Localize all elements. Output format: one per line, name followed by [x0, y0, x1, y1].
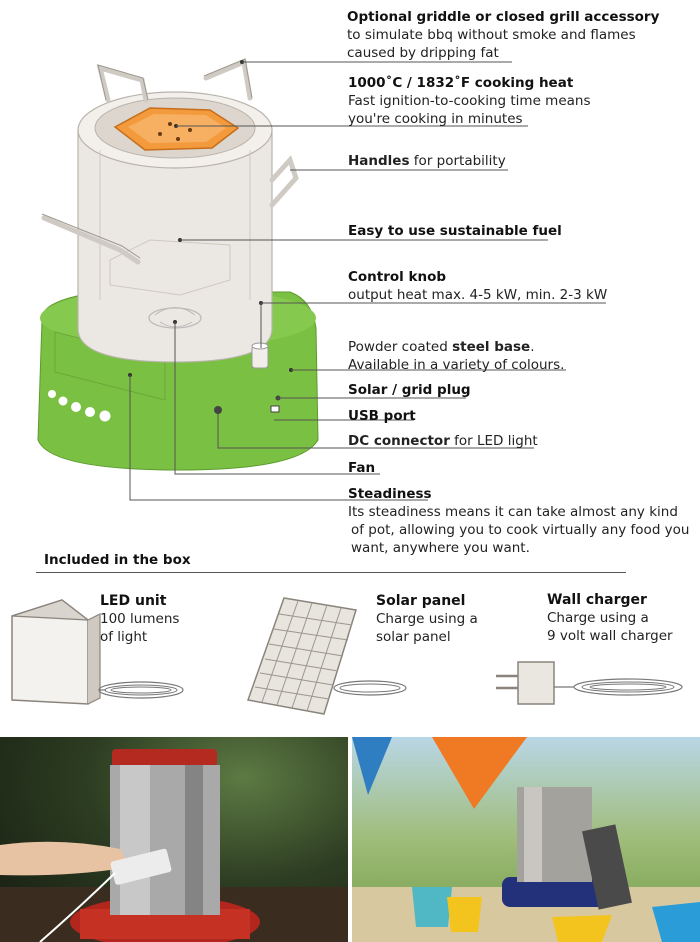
- callout-knob-title: Control knob: [348, 269, 447, 285]
- callout-usb: USB port: [348, 408, 416, 424]
- box-item-charger: Wall charger Charge using a 9 volt wall …: [547, 591, 673, 645]
- callout-griddle-line2: caused by dripping fat: [347, 45, 499, 61]
- callout-base: Powder coated steel base. Available in a…: [348, 338, 564, 374]
- callout-base-post: .: [530, 339, 535, 355]
- box-item-led: LED unit 100 lumens of light: [100, 592, 179, 646]
- callout-base-bold: steel base: [452, 339, 531, 355]
- callout-dc-rest: for LED light: [449, 433, 538, 449]
- photo-stove-picnic: [352, 737, 700, 942]
- callout-griddle-line1: to simulate bbq without smoke and flames: [347, 27, 636, 43]
- box-item-led-title: LED unit: [100, 593, 167, 609]
- callout-griddle: Optional griddle or closed grill accesso…: [347, 8, 659, 62]
- callout-griddle-title: Optional griddle or closed grill accesso…: [347, 9, 660, 25]
- photo-stove-picnic-scene: [352, 737, 700, 942]
- callout-steadiness: Steadiness Its steadiness means it can t…: [348, 485, 689, 557]
- box-heading: Included in the box: [44, 552, 191, 568]
- box-item-solar-line1: Charge using a: [376, 611, 478, 627]
- box-item-solar-line2: solar panel: [376, 629, 451, 645]
- box-item-led-line1: 100 lumens: [100, 611, 180, 627]
- callout-steadiness-line2: of pot, allowing you to cook virtually a…: [351, 522, 690, 538]
- callout-steadiness-title: Steadiness: [348, 486, 432, 502]
- callout-heat-line1: Fast ignition-to-cooking time means: [348, 93, 591, 109]
- box-item-led-line2: of light: [100, 629, 148, 645]
- callout-heat-line2: you're cooking in minutes: [348, 111, 523, 127]
- callout-handles: Handles for portability: [348, 152, 506, 170]
- handle-outlines: [41, 58, 253, 259]
- callout-steadiness-line1: Its steadiness means it can take almost …: [348, 504, 678, 520]
- stove-body: [77, 91, 273, 363]
- callout-knob: Control knob output heat max. 4-5 kW, mi…: [348, 268, 607, 304]
- callout-fuel: Easy to use sustainable fuel: [348, 223, 562, 239]
- callout-heat-title: 1000˚C / 1832˚F cooking heat: [348, 75, 574, 91]
- control-knob: [251, 342, 269, 369]
- callout-solar-plug: Solar / grid plug: [348, 382, 471, 398]
- wall-charger-icon: [496, 661, 683, 705]
- box-item-charger-line2: 9 volt wall charger: [547, 628, 673, 644]
- photo-stove-charging-scene: [0, 749, 348, 942]
- led-unit-icon: [11, 599, 184, 705]
- callout-handles-bold: Handles: [348, 153, 410, 169]
- photo-stove-charging-phone: [0, 737, 348, 942]
- callout-dc: DC connector for LED light: [348, 432, 538, 450]
- box-item-solar: Solar panel Charge using a solar panel: [376, 592, 478, 646]
- stove-handles: [41, 58, 299, 265]
- box-divider: [36, 572, 626, 573]
- solar-panel-icon: [247, 597, 407, 715]
- callout-knob-line1: output heat max. 4-5 kW, min. 2-3 kW: [348, 287, 608, 303]
- callout-handles-rest: for portability: [409, 153, 506, 169]
- callout-base-pre: Powder coated: [348, 339, 453, 355]
- box-item-solar-title: Solar panel: [376, 593, 466, 609]
- callout-base-line2: Available in a variety of colours.: [348, 357, 565, 373]
- box-item-charger-title: Wall charger: [547, 592, 647, 608]
- box-item-charger-line1: Charge using a: [547, 610, 649, 626]
- callout-dc-bold: DC connector: [348, 433, 450, 449]
- callout-heat: 1000˚C / 1832˚F cooking heat Fast igniti…: [348, 74, 591, 128]
- callout-fan: Fan: [348, 460, 376, 476]
- callout-base-line1: Powder coated steel base.: [348, 338, 564, 356]
- callout-steadiness-line3: want, anywhere you want.: [351, 540, 530, 556]
